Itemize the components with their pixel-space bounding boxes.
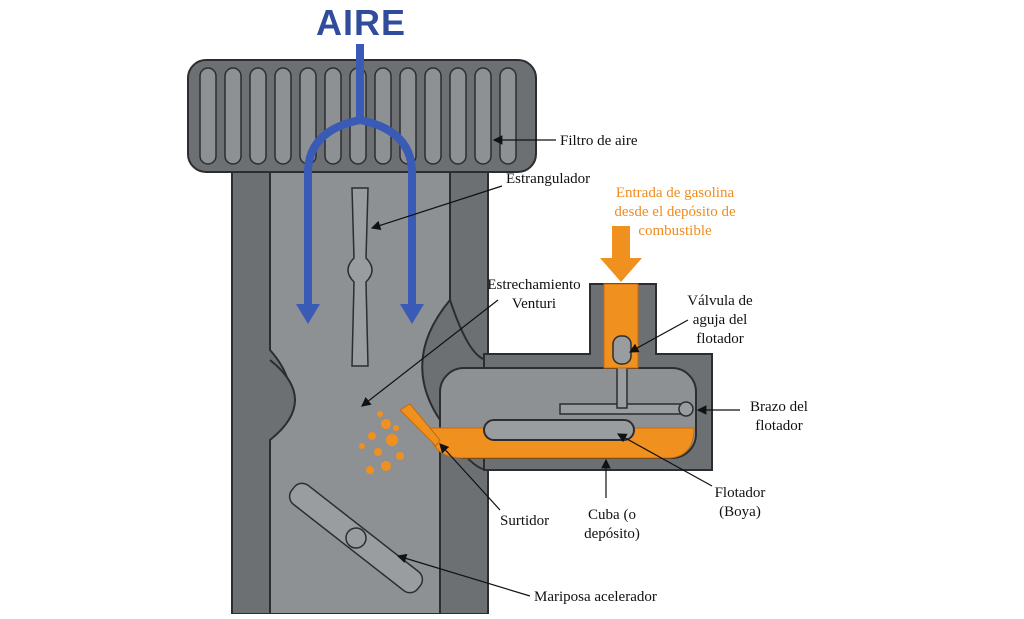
label-estrangulador: Estrangulador: [506, 171, 591, 187]
label-estrechamiento-line2: Venturi: [511, 296, 557, 312]
label-cuba-line2: depósito): [584, 526, 640, 542]
label-entrada-gasolina: Entrada de gasolina desde el depósito de…: [600, 184, 750, 241]
throttle-plate: [288, 482, 424, 594]
label-flotador-boya: Flotador (Boya): [706, 484, 774, 522]
label-brazo-line2: flotador: [755, 418, 803, 434]
fuel-inlet-arrow-shaft: [612, 226, 630, 258]
air-arrow-heads: [296, 304, 424, 324]
label-brazo-line1: Brazo del: [750, 399, 808, 415]
air-flow-arrows: [304, 44, 416, 308]
venturi-bulge: [269, 359, 296, 441]
label-entrada-line2: desde el depósito de: [614, 204, 736, 220]
label-flotador-line1: Flotador: [714, 485, 766, 501]
label-mariposa-acelerador: Mariposa acelerador: [534, 589, 657, 605]
label-valvula-line1: Válvula de: [687, 293, 753, 309]
label-flotador-line2: (Boya): [719, 504, 761, 520]
label-filtro-de-aire: Filtro de aire: [560, 133, 638, 149]
air-filter-pleats: [199, 67, 517, 165]
label-valvula-line2: aguja del: [692, 312, 748, 328]
label-estrechamiento: Estrechamiento Venturi: [486, 276, 582, 314]
choke-plate: [347, 187, 373, 367]
label-cuba-deposito: Cuba (o depósito): [574, 506, 650, 544]
label-valvula-aguja: Válvula de aguja del flotador: [678, 292, 762, 349]
jet-nozzle: [399, 403, 441, 447]
fuel-inlet-arrow-head: [600, 258, 642, 282]
label-cuba-line1: Cuba (o: [588, 507, 636, 523]
fuel-spray: [359, 411, 404, 474]
float-arm-pivot: [678, 401, 694, 417]
label-valvula-line3: flotador: [696, 331, 744, 347]
label-entrada-line3: combustible: [638, 223, 712, 239]
float: [483, 419, 635, 441]
label-surtidor: Surtidor: [500, 513, 550, 529]
air-title: AIRE: [316, 2, 407, 43]
needle-valve: [612, 335, 632, 365]
label-brazo-flotador: Brazo del flotador: [742, 398, 816, 436]
label-entrada-line1: Entrada de gasolina: [615, 185, 735, 201]
label-estrechamiento-line1: Estrechamiento: [487, 277, 581, 293]
leader-lines: [361, 135, 740, 597]
